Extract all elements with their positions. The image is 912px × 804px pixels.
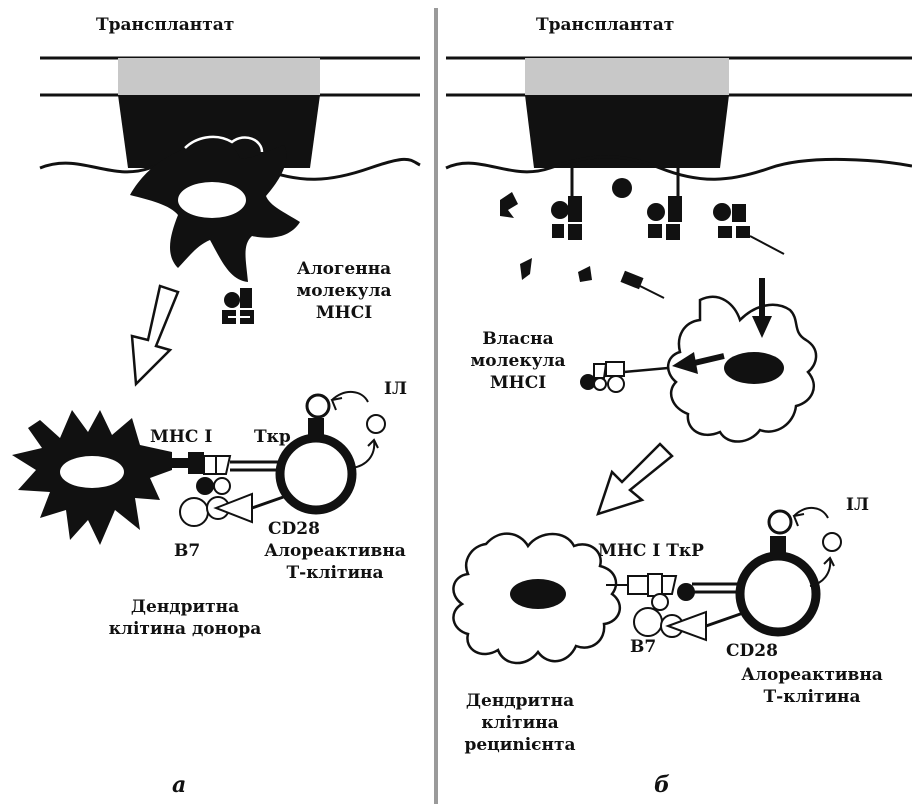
cd28-label-a: CD28 <box>268 518 320 540</box>
synapse-a <box>172 452 292 526</box>
il-label-b: ІЛ <box>846 494 869 516</box>
b7-label-b: B7 <box>630 636 656 658</box>
tcr-label-a: Ткр <box>254 426 291 448</box>
cd28-label-b: CD28 <box>726 640 778 662</box>
mhc-tcr-label-b: MHC I ТкР <box>598 540 704 562</box>
synapse-b <box>606 574 746 640</box>
allogeneic-molecule-label: Алогенна молекула MHCI <box>282 258 406 324</box>
t-cell-label-a: Алореактивна Т-клітина <box>240 540 430 584</box>
label-line: рециniєнта <box>440 734 600 756</box>
self-mhc-molecule <box>580 362 668 392</box>
b7-label-a: B7 <box>174 540 200 562</box>
label-line: молекула <box>282 280 406 302</box>
migration-arrow-a <box>132 286 178 384</box>
donor-dendritic-cell <box>12 410 172 545</box>
label-line: Алореактивна <box>714 664 910 686</box>
label-line: Власна <box>462 328 574 350</box>
dendritic-cell-label-b: Дендритна клітина рециniєнта <box>440 690 600 756</box>
panel-b-title: Трансплантат <box>536 14 674 36</box>
label-line: клітина донора <box>70 618 300 640</box>
panel-a-title: Трансплантат <box>96 14 234 36</box>
panel-a-letter: а <box>172 774 186 796</box>
label-line: клітина <box>440 712 600 734</box>
shed-mhc-fragments <box>500 165 784 298</box>
label-line: MHCI <box>462 372 574 394</box>
t-cell-label-b: Алореактивна Т-клітина <box>714 664 910 708</box>
label-line: Дендритна <box>70 596 300 618</box>
label-line: молекула <box>462 350 574 372</box>
free-mhc-molecule-a <box>222 288 254 324</box>
recipient-dendritic-cell <box>453 534 619 663</box>
label-line: Дендритна <box>440 690 600 712</box>
label-line: Алореактивна <box>240 540 430 562</box>
il-label-a: ІЛ <box>384 378 407 400</box>
t-cell-a <box>280 392 385 510</box>
label-line: MHCI <box>282 302 406 324</box>
dendritic-cell-label-a: Дендритна клітина донора <box>70 596 300 640</box>
t-cell-b <box>740 508 841 632</box>
mhc-label-a: MHC I <box>150 426 212 448</box>
migration-arrow-b <box>598 444 672 514</box>
label-line: Т-клітина <box>714 686 910 708</box>
label-line: Алогенна <box>282 258 406 280</box>
graft-tissue-b <box>446 58 912 179</box>
label-line: Т-клітина <box>240 562 430 584</box>
panel-b-letter: б <box>654 774 670 796</box>
self-molecule-label: Власна молекула MHCI <box>462 328 574 394</box>
